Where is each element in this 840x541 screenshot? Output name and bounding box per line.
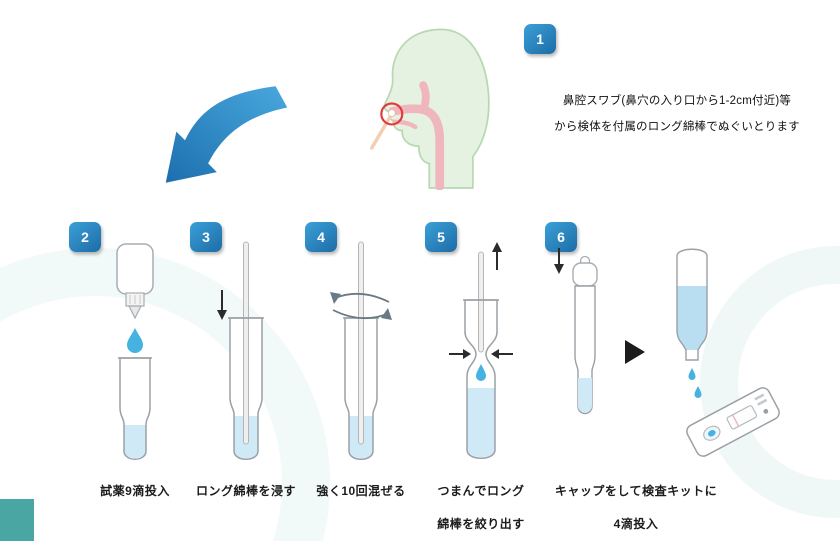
corner-accent: [0, 499, 34, 541]
curved-down-left-arrow-icon: [165, 86, 288, 183]
reagent-drop-icon: [127, 328, 143, 353]
swab-tip: [387, 109, 396, 118]
extraction-tube-icon: [229, 317, 263, 460]
step-1-description: 鼻腔スワブ(鼻穴の入り口から1-2cm付近)等 から検体を付属のロング綿棒でぬぐ…: [531, 88, 823, 140]
step-3-illustration: [217, 241, 264, 460]
step-2-caption: 試薬9滴投入: [55, 482, 215, 499]
step-3-badge: 3: [190, 222, 222, 252]
step-4-badge: 4: [305, 222, 337, 252]
step-4-caption-line1: 強く10回混ぜる: [316, 484, 406, 498]
drip-drop-icon: [688, 368, 696, 380]
step-3-caption-line1: ロング綿棒を浸す: [195, 484, 296, 498]
step-2-illustration: [116, 243, 154, 460]
step-2: 2 試薬9滴投入: [55, 220, 215, 541]
step-4-caption: 強く10回混ぜる: [291, 482, 431, 499]
down-arrow-icon: [217, 290, 227, 320]
step-5-illustration: [449, 242, 513, 459]
step-6-badge: 6: [545, 222, 577, 252]
pinch-arrows-icon: [449, 349, 513, 359]
step-4: 4 強く10回混ぜる: [291, 220, 431, 541]
step-6: 6: [531, 220, 793, 541]
step-6-caption-line1: キャップをして検査キットに: [554, 484, 718, 498]
step-2-badge: 2: [69, 222, 101, 252]
capped-tube-icon: [572, 255, 598, 415]
mouth: [392, 119, 418, 130]
extraction-tube-icon: [344, 317, 378, 460]
step-5-caption-line2: 綿棒を絞り出す: [437, 517, 525, 531]
well-drop-icon: [708, 430, 716, 437]
rotate-arrows-icon: [330, 292, 392, 320]
reagent-bottle-icon: [116, 243, 154, 320]
up-arrow-icon: [492, 242, 502, 270]
extraction-tube-icon: [118, 357, 152, 460]
drip-drop-icon: [694, 386, 702, 398]
step-5-badge: 5: [425, 222, 457, 252]
squeezed-drop-icon: [476, 364, 486, 381]
step-3: 3 ロング綿棒を浸す: [176, 220, 316, 541]
next-triangle-icon: [625, 340, 645, 364]
nostril-highlight-circle: [380, 102, 404, 126]
step-5-caption: つまんでロング 綿棒を絞り出す: [411, 482, 551, 532]
head-outline: [383, 28, 490, 189]
step-1-description-line1: 鼻腔スワブ(鼻穴の入り口から1-2cm付近)等: [562, 95, 792, 107]
step-1-description-line2: から検体を付属のロング綿棒でぬぐいとります: [554, 121, 800, 133]
step-1-badge: 1: [524, 24, 556, 54]
test-cassette-icon: [686, 387, 780, 457]
step-5: 5 つまんでロング 綿棒を絞り出す: [411, 220, 551, 541]
long-swab-icon: [358, 241, 364, 445]
long-swab-icon: [478, 251, 484, 353]
step-5-caption-line1: つまんでロング: [437, 484, 525, 498]
step-2-caption-line1: 試薬9滴投入: [100, 484, 170, 498]
down-arrow-icon: [554, 248, 564, 274]
step-6-caption: キャップをして検査キットに 4滴投入: [531, 482, 741, 532]
inverted-dropper-tube-icon: [676, 248, 708, 398]
step-4-illustration: [330, 241, 392, 460]
swab: [370, 112, 394, 150]
airway: [388, 104, 445, 190]
step-6-caption-line2: 4滴投入: [613, 517, 659, 531]
result-window: [726, 405, 758, 430]
step-3-caption: ロング綿棒を浸す: [176, 482, 316, 499]
step-6-illustration: [554, 248, 780, 457]
cassette-label-marks: [754, 393, 769, 414]
nasal-cavity: [419, 81, 430, 112]
long-swab-icon: [243, 241, 249, 445]
pinched-tube-icon: [464, 299, 498, 459]
head-profile-illustration: [370, 28, 490, 190]
